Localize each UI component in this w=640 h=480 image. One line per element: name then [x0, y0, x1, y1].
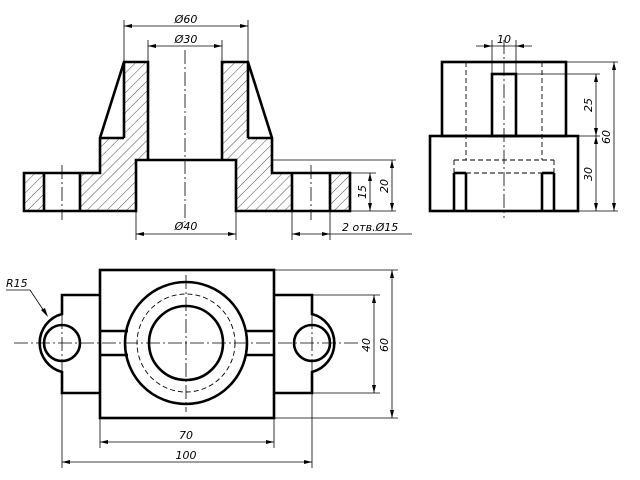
dim-bore: Ø30 — [174, 33, 198, 46]
dim-depth-40: 40 — [360, 338, 373, 352]
side-view: 10 25 30 60 — [428, 33, 618, 218]
section-hatch-left-body — [80, 62, 148, 211]
dim-flange-15: 15 — [356, 185, 369, 199]
dim-counterbore: Ø40 — [174, 220, 198, 233]
section-hatch-left — [24, 173, 44, 211]
dim-lower: 30 — [582, 167, 595, 181]
dim-width-70: 70 — [179, 429, 193, 442]
section-hatch-right-body — [222, 62, 292, 211]
dim-upper: 25 — [582, 98, 595, 112]
dim-length-100: 100 — [176, 449, 197, 462]
front-view: Ø60 Ø30 Ø40 2 отв.Ø15 15 20 — [22, 13, 412, 240]
dim-radius: R15 — [6, 277, 28, 290]
dim-slot: 10 — [497, 33, 511, 46]
top-view: R15 70 100 40 60 — [6, 268, 398, 468]
dim-holes: 2 отв.Ø15 — [342, 221, 398, 234]
dim-height: 60 — [600, 130, 613, 144]
dim-outer-top: Ø60 — [174, 13, 198, 26]
section-hatch-right — [330, 173, 350, 211]
dim-depth-60: 60 — [378, 338, 391, 352]
dim-flange-20: 20 — [378, 179, 391, 193]
